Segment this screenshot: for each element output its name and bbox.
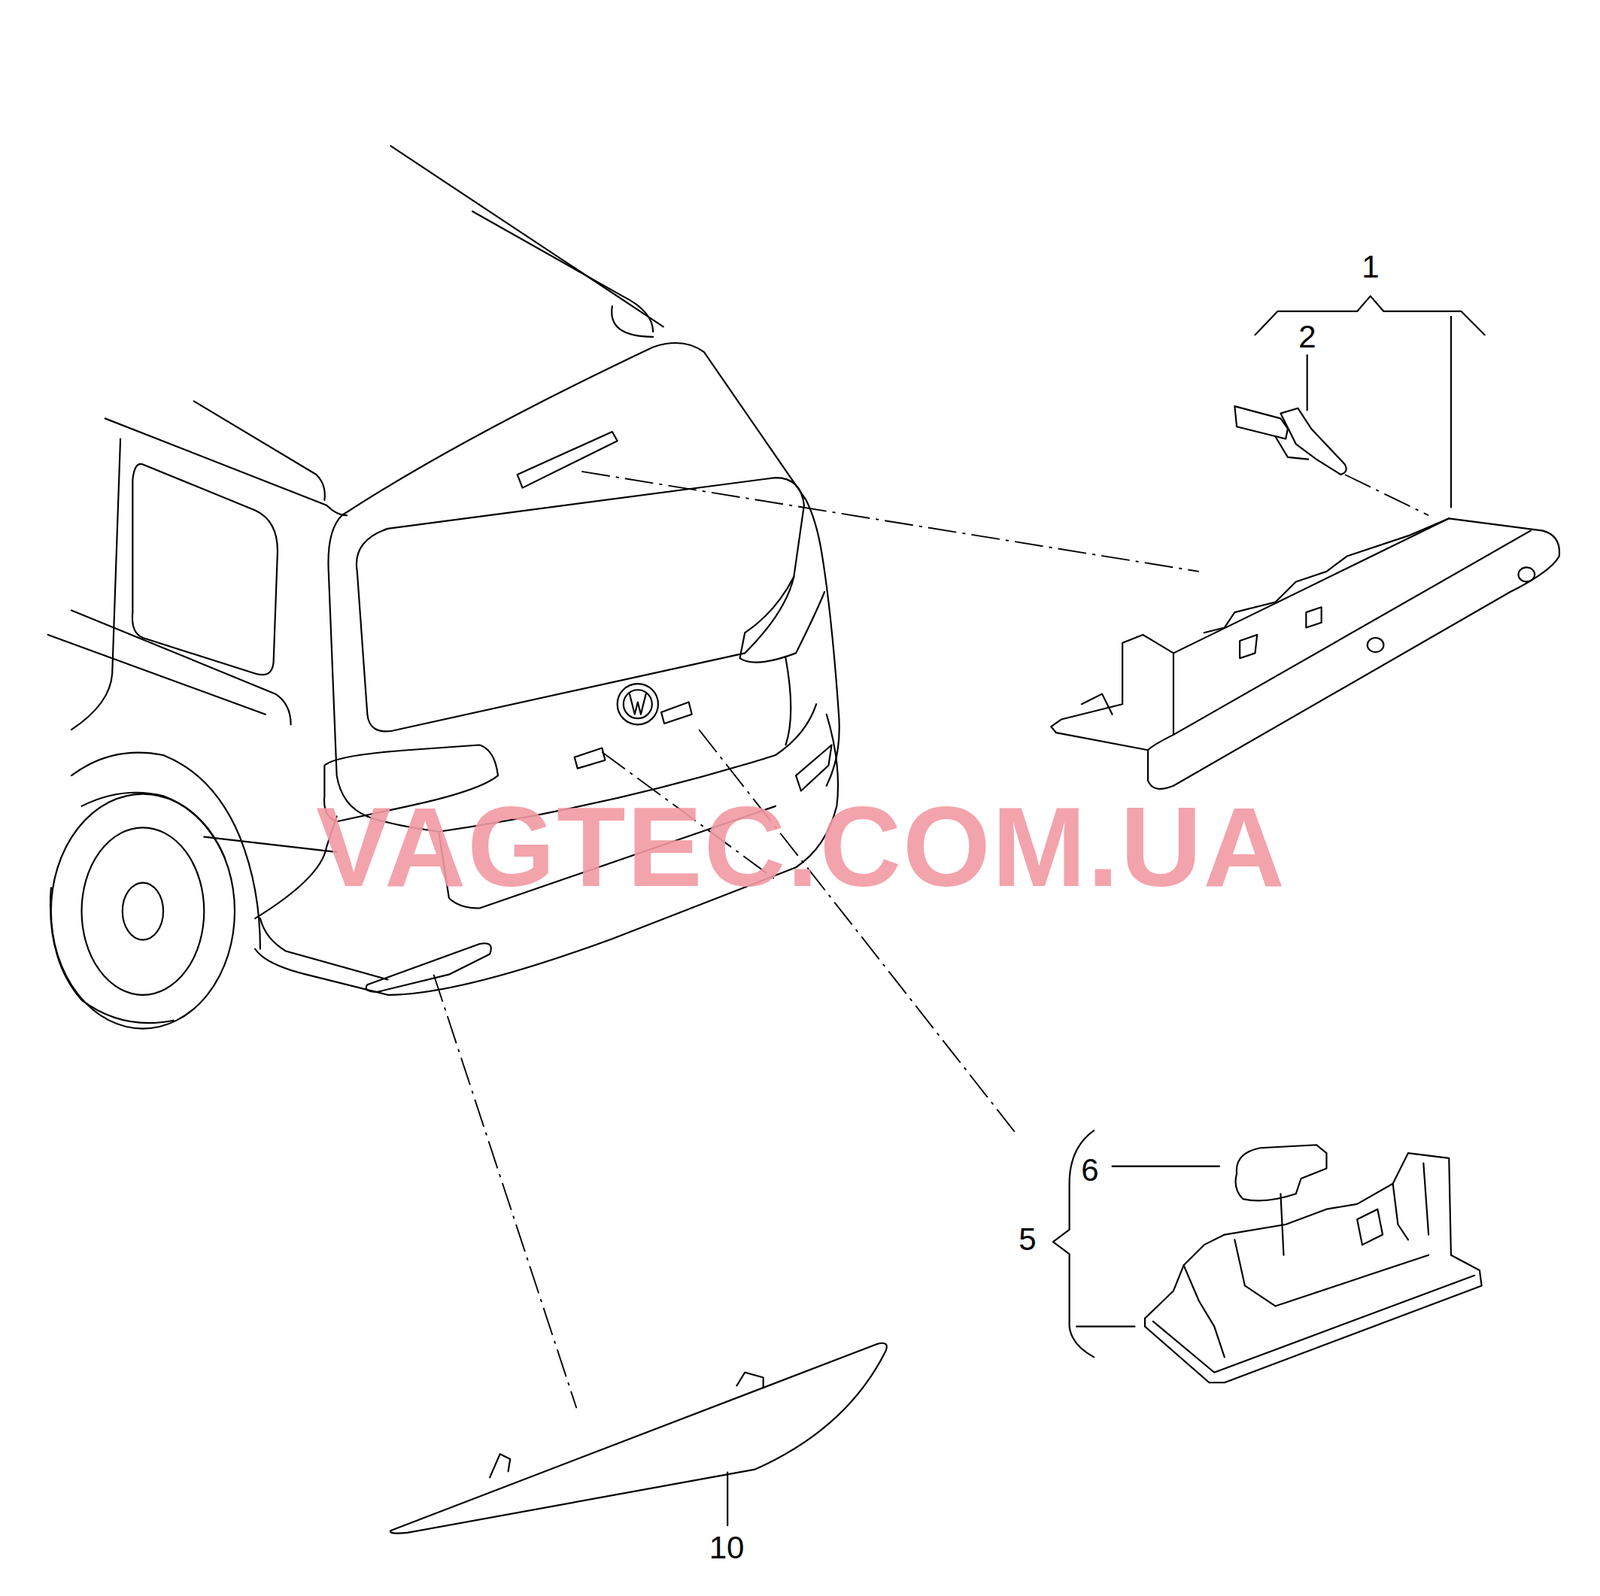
callout-number: 5 — [1018, 1223, 1036, 1256]
callout-number: 2 — [1298, 321, 1316, 353]
callout-number: 1 — [1361, 251, 1379, 283]
callout-number: 6 — [1080, 1154, 1099, 1187]
callout-number: 10 — [709, 1532, 745, 1564]
watermark: VAGTEC.COM.UA — [315, 790, 1287, 904]
